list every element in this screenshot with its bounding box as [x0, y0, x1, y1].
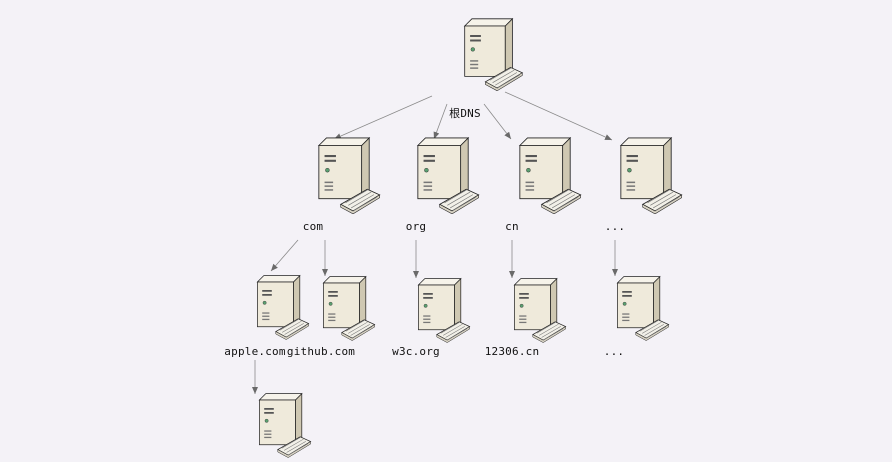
tld-label-org: org — [405, 220, 427, 233]
root-dns-label: 根DNS — [449, 107, 481, 120]
server-icon — [513, 277, 567, 343]
dns-hierarchy-diagram: 根DNS com org cn ... apple.com github.com… — [224, 17, 683, 458]
tld-label-cn: cn — [505, 220, 519, 233]
server-icon — [317, 136, 381, 215]
second-label-w3c: w3c.org — [392, 345, 440, 358]
edge-root-org — [433, 103, 448, 140]
server-icon — [417, 277, 471, 343]
tld-label-com: com — [302, 220, 324, 233]
edge-root-com — [333, 95, 433, 140]
server-icon — [518, 136, 582, 215]
server-icon — [322, 275, 376, 341]
hierarchy-edges — [252, 91, 618, 394]
server-icon — [258, 392, 312, 458]
edge-root-etc — [504, 91, 613, 141]
server-icon — [416, 136, 480, 215]
tld-label-etc: ... — [604, 220, 626, 233]
server-icon — [463, 17, 524, 92]
server-icon — [619, 136, 683, 215]
second-label-12306: 12306.cn — [484, 345, 540, 358]
server-icon — [256, 274, 310, 340]
second-label-github: github.com — [286, 345, 356, 358]
edge-com-apple — [270, 239, 299, 272]
second-label-etc: ... — [603, 345, 625, 358]
edge-root-cn — [483, 103, 512, 140]
server-icon — [616, 275, 670, 341]
second-label-apple: apple.com — [224, 345, 286, 358]
